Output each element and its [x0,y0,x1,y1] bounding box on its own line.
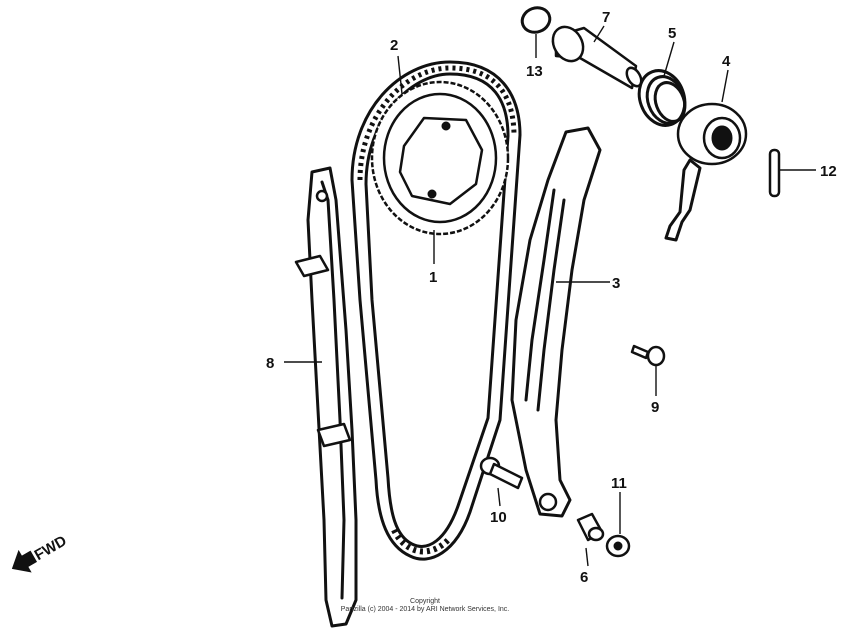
forward-label: FWD [32,532,70,564]
washer-part [605,534,631,558]
chain-guide-part [294,166,358,628]
bolt-with-washer-part [479,456,524,490]
callout-7: 7 [602,9,610,26]
o-ring-part [520,6,552,34]
callout-12: 12 [820,163,837,180]
callout-10: 10 [490,509,507,526]
callout-1: 1 [429,269,437,286]
copyright-notice: Copyright Partzilla (c) 2004 - 2014 by A… [300,598,550,614]
callout-8: 8 [266,355,274,372]
callout-labels: 2 1 3 4 5 6 7 8 9 10 11 12 13 [266,9,837,586]
tensioner-roller-part [664,102,748,242]
copyright-line-2: Partzilla (c) 2004 - 2014 by ARI Network… [340,606,510,613]
forward-direction-indicator: FWD [11,532,70,573]
tensioner-spring-part [637,69,687,127]
copyright-line-1: Copyright [410,598,440,605]
callout-13: 13 [526,63,543,80]
callout-11: 11 [611,475,627,492]
callout-6: 6 [580,569,588,586]
forward-arrow-icon [11,549,38,573]
callout-3: 3 [612,275,620,292]
tensioner-guide-part [510,126,602,518]
tensioner-shaft-part [551,25,643,90]
callout-4: 4 [722,53,731,70]
callout-5: 5 [668,25,676,42]
callout-2: 2 [390,37,398,54]
bolt-part [630,344,666,367]
collar-part [576,512,605,542]
callout-9: 9 [651,399,659,416]
dowel-pin-part [768,148,781,198]
cam-sprocket-part [370,80,510,236]
leader-lines [284,25,816,567]
